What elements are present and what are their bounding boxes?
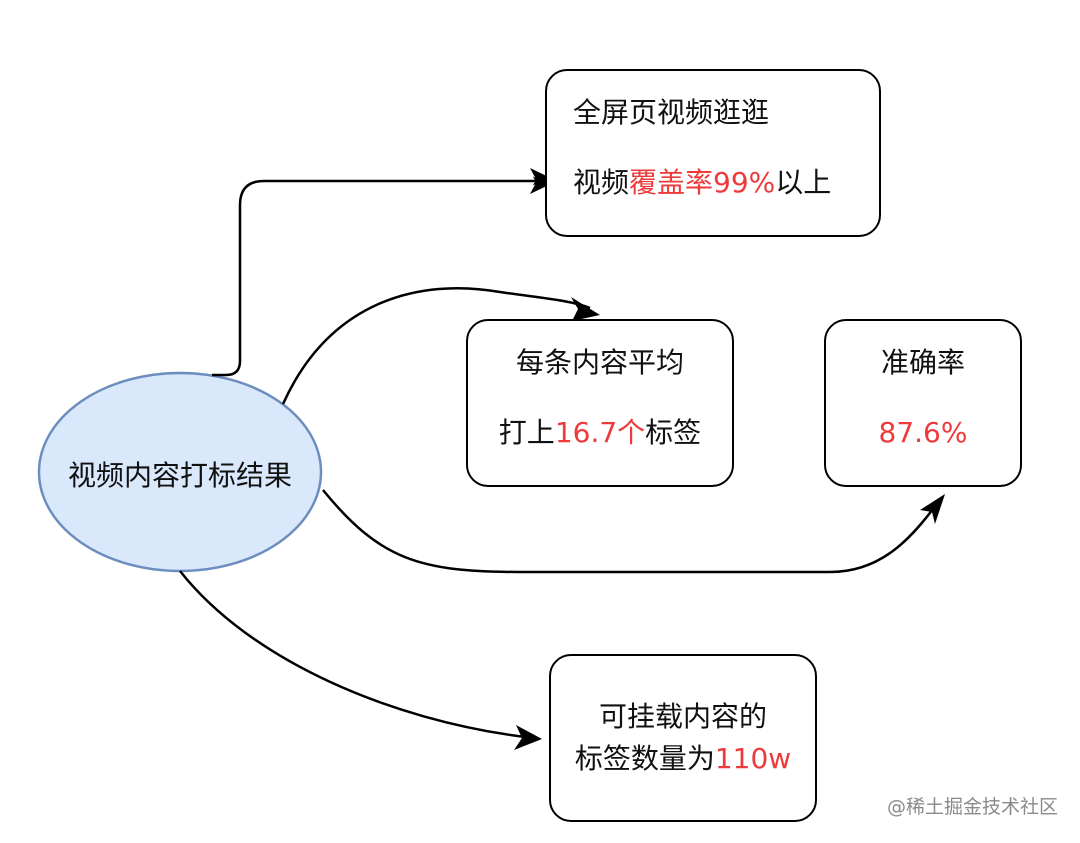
arrow-to-accuracy [920, 494, 945, 524]
edge-to-mountable [179, 570, 526, 739]
fullscreen-line2-suffix: 以上 [775, 166, 832, 199]
mountable-count-highlight: 110w [714, 742, 792, 775]
avg-tags-line1: 每条内容平均 [515, 346, 684, 379]
avg-tags-line2-prefix: 打上 [498, 416, 555, 449]
avg-tags-line2: 打上16.7个标签 [468, 416, 732, 450]
mountable-line1: 可挂载内容的 [598, 700, 767, 733]
arrow-to-avg-tags [571, 297, 600, 321]
accuracy-value: 87.6% [878, 416, 968, 449]
edge-to-fullscreen [212, 176, 542, 377]
avg-tags-line2-suffix: 标签 [645, 416, 702, 449]
avg-tags-highlight: 16.7个 [554, 416, 646, 449]
fullscreen-line2: 视频覆盖率99%以上 [573, 166, 879, 200]
box-mountable-tags[interactable]: 可挂载内容的 标签数量为110w [549, 654, 817, 822]
fullscreen-coverage-highlight: 覆盖率99% [629, 166, 776, 199]
box-average-tags[interactable]: 每条内容平均 打上16.7个标签 [466, 319, 734, 487]
accuracy-line1: 准确率 [880, 346, 965, 379]
box-accuracy[interactable]: 准确率 87.6% [824, 319, 1022, 487]
fullscreen-line1: 全屏页视频逛逛 [573, 96, 770, 129]
fullscreen-line2-prefix: 视频 [573, 166, 630, 199]
edge-to-avg-tags [281, 286, 591, 405]
edge-to-accuracy [322, 489, 938, 574]
mountable-line2: 标签数量为110w [551, 742, 815, 776]
watermark: @稀土掘金技术社区 [886, 796, 1058, 818]
arrow-to-fullscreen [530, 168, 557, 194]
mountable-line2-prefix: 标签数量为 [574, 742, 715, 775]
center-node-label: 视频内容打标结果 [67, 459, 292, 492]
box-fullscreen-coverage[interactable]: 全屏页视频逛逛 视频覆盖率99%以上 [545, 69, 881, 237]
arrow-to-mountable [514, 725, 542, 750]
